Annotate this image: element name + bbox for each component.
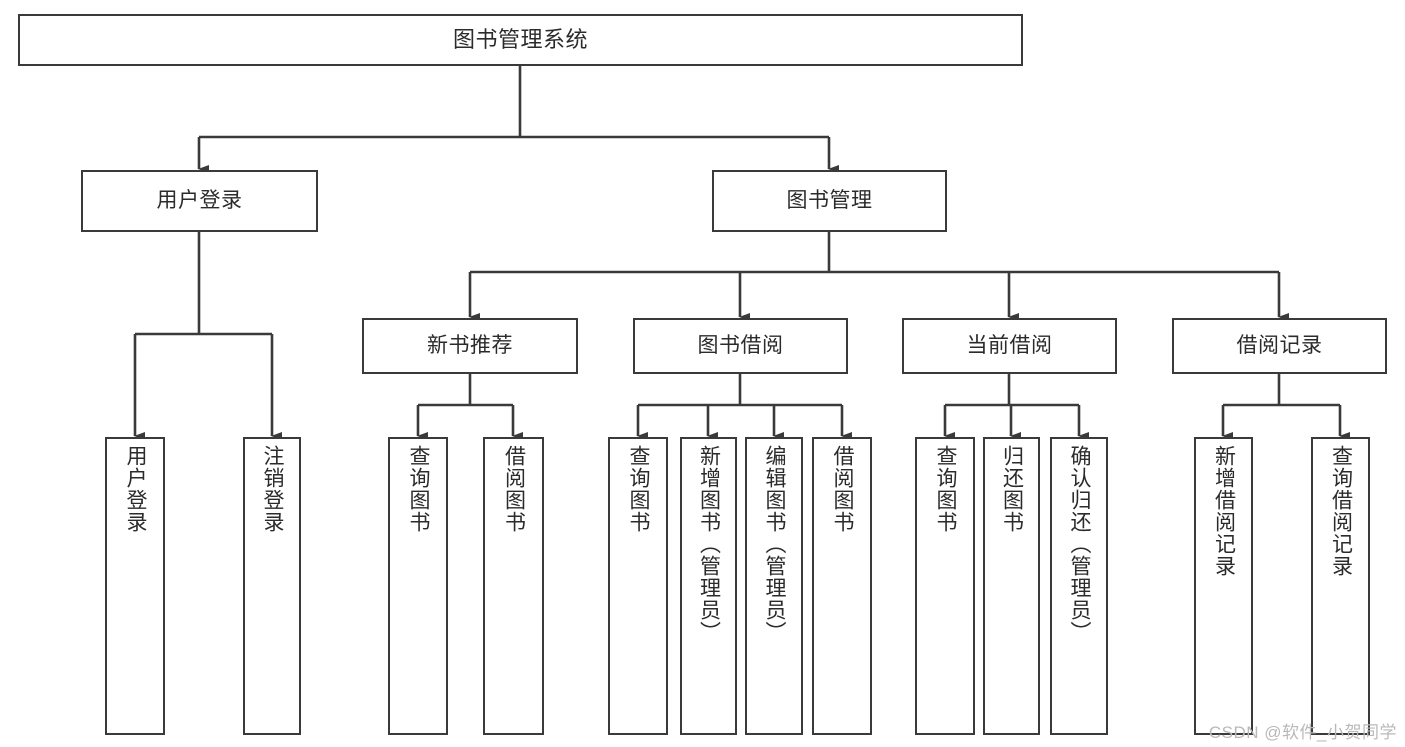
node-label: 用户登录 <box>156 188 243 212</box>
node-label: 当前借阅 <box>966 333 1053 357</box>
leaf-node[interactable]: 确认归还（管理员） <box>1050 437 1108 735</box>
node-current-borrowing[interactable]: 当前借阅 <box>902 318 1117 374</box>
node-label: 借阅图书 <box>831 445 855 533</box>
node-label: 新增借阅记录 <box>1212 445 1236 577</box>
node-label: 图书借阅 <box>697 333 784 357</box>
watermark: CSDN @软件_小贺同学 <box>1208 723 1397 742</box>
leaf-node[interactable]: 新增图书（管理员） <box>680 437 737 735</box>
node-label: 借阅记录 <box>1236 333 1323 357</box>
leaf-node[interactable]: 归还图书 <box>983 437 1040 735</box>
node-label: 借阅图书 <box>502 445 526 533</box>
leaf-node[interactable]: 借阅图书 <box>812 437 872 735</box>
node-label: 新增图书（管理员） <box>697 445 721 643</box>
node-label: 编辑图书（管理员） <box>763 445 787 643</box>
node-label: 图书管理 <box>786 188 873 212</box>
leaf-node[interactable]: 用户登录 <box>105 437 165 735</box>
node-label: 查询图书 <box>934 445 958 533</box>
leaf-node[interactable]: 查询借阅记录 <box>1311 437 1370 735</box>
node-label: 查询图书 <box>627 445 651 533</box>
leaf-node[interactable]: 新增借阅记录 <box>1194 437 1253 735</box>
leaf-node[interactable]: 查询图书 <box>608 437 668 735</box>
leaf-node[interactable]: 借阅图书 <box>483 437 544 735</box>
leaf-node[interactable]: 注销登录 <box>243 437 301 735</box>
node-label: 注销登录 <box>261 445 285 533</box>
node-label: 归还图书 <box>1000 445 1024 533</box>
node-label: 查询图书 <box>407 445 431 533</box>
node-label: 图书管理系统 <box>452 27 588 53</box>
node-label: 用户登录 <box>124 445 148 533</box>
node-label: 确认归还（管理员） <box>1068 445 1092 643</box>
node-root-book-management-system[interactable]: 图书管理系统 <box>18 14 1023 66</box>
node-borrowing-records[interactable]: 借阅记录 <box>1172 318 1387 374</box>
leaf-node[interactable]: 查询图书 <box>915 437 975 735</box>
leaf-node[interactable]: 编辑图书（管理员） <box>745 437 803 735</box>
node-label: 查询借阅记录 <box>1329 445 1353 577</box>
node-book-management[interactable]: 图书管理 <box>712 170 947 232</box>
node-user-login[interactable]: 用户登录 <box>81 170 318 232</box>
connector-paths <box>133 66 1350 440</box>
node-book-borrowing[interactable]: 图书借阅 <box>633 318 848 374</box>
node-label: 新书推荐 <box>427 333 513 357</box>
node-new-book-recommendation[interactable]: 新书推荐 <box>362 318 578 374</box>
leaf-node[interactable]: 查询图书 <box>388 437 448 735</box>
